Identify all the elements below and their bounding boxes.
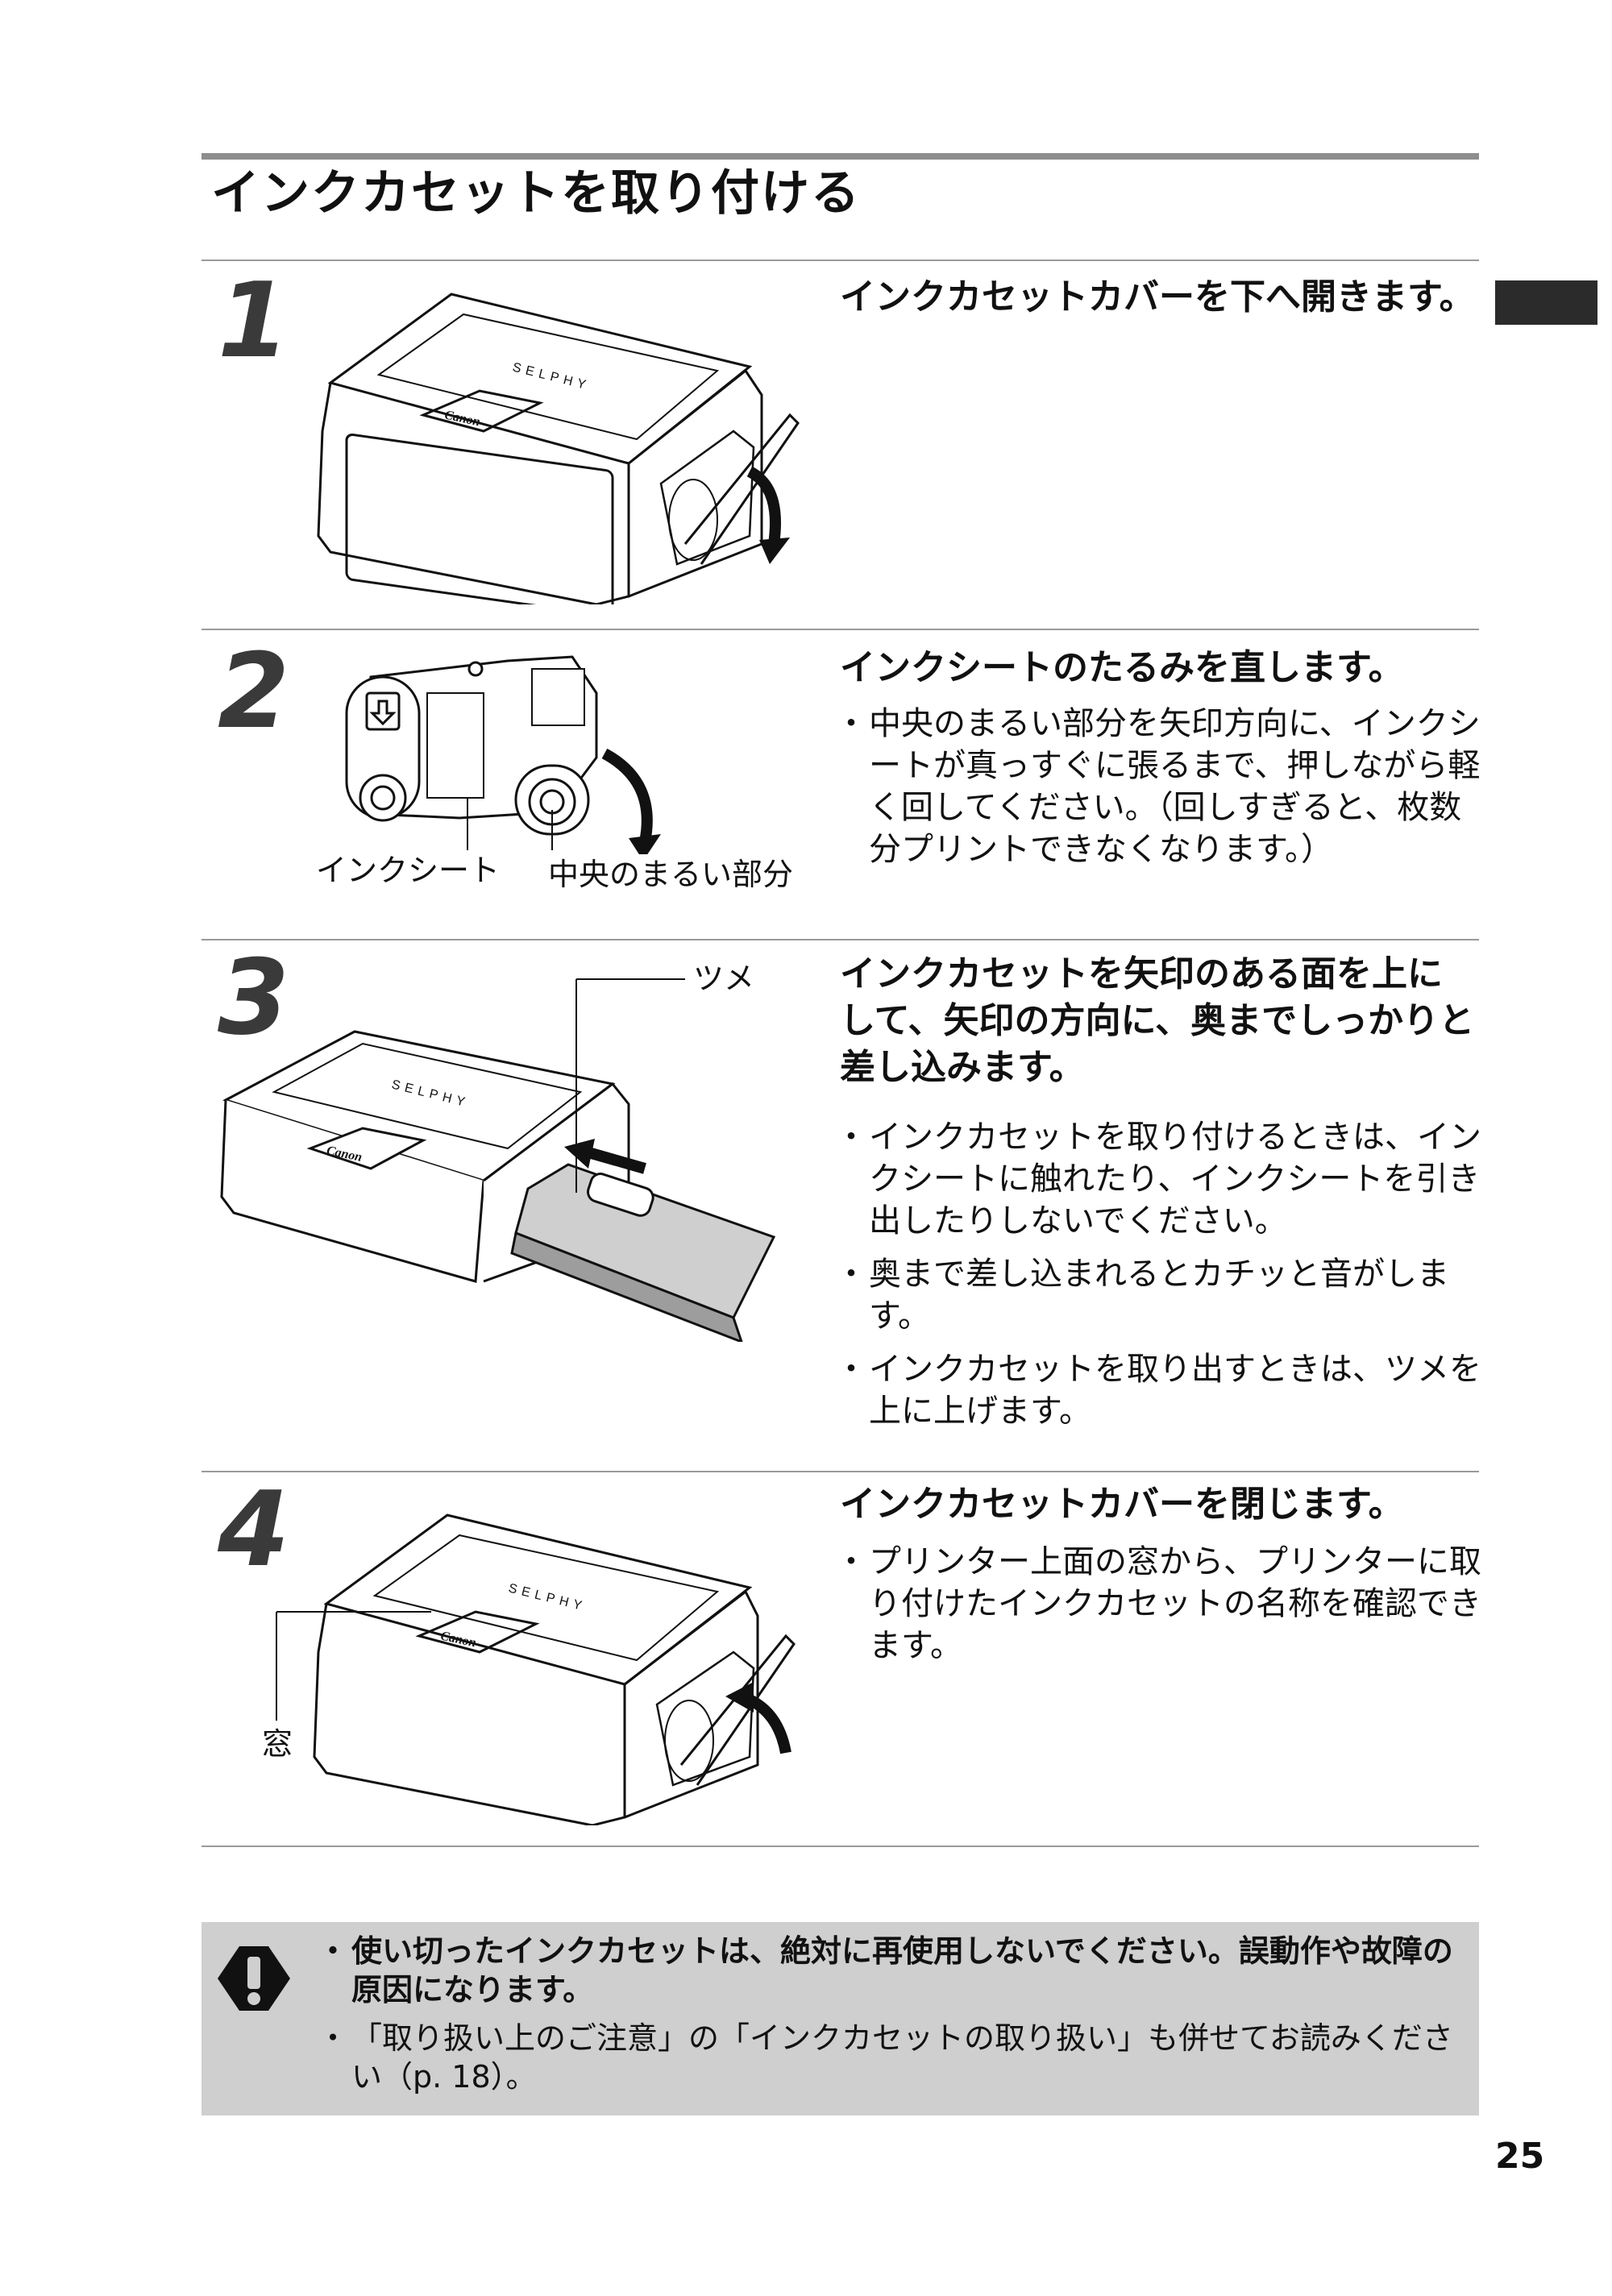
printer-close-cover-illustration: Canon SELPHY xyxy=(276,1513,796,1825)
step-number: 1 xyxy=(218,261,290,381)
step-heading: インクカセットを矢印のある面を上にして、矢印の方向に、奥までしっかりと差し込みま… xyxy=(840,953,1475,1088)
tab-label: ツメ xyxy=(693,961,755,996)
divider xyxy=(202,1471,1479,1472)
caution-item: 使い切ったインクカセットは、絶対に再使用しないでください。誤動作や故障の原因にな… xyxy=(318,1932,1467,2009)
caution-item: 「取り扱い上のご注意」の「インクカセットの取り扱い」も併せてお読みください（p.… xyxy=(318,2019,1467,2096)
step-bullets: プリンター上面の窓から、プリンターに取り付けたインクカセットの名称を確認できます… xyxy=(835,1541,1485,1678)
step-bullets: 中央のまるい部分を矢印方向に、インクシートが真っすぐに張るまで、押しながら軽く回… xyxy=(835,703,1485,882)
ink-sheet-illustration xyxy=(345,655,661,854)
center-round-label: 中央のまるい部分 xyxy=(548,857,794,892)
divider xyxy=(202,629,1479,630)
bullet-item: 奥まで差し込まれるとカチッと音がします。 xyxy=(835,1253,1485,1337)
divider xyxy=(202,939,1479,940)
step-heading: インクシートのたるみを直します。 xyxy=(840,647,1404,688)
insert-cassette-illustration: Canon SELPHY xyxy=(220,978,776,1342)
divider xyxy=(202,259,1479,261)
bullet-item: インクカセットを取り付けるときは、インクシートに触れたり、インクシートを引き出し… xyxy=(835,1116,1485,1242)
caution-note: 使い切ったインクカセットは、絶対に再使用しないでください。誤動作や故障の原因にな… xyxy=(202,1922,1479,2115)
bullet-item: 中央のまるい部分を矢印方向に、インクシートが真っすぐに張るまで、押しながら軽く回… xyxy=(835,703,1485,870)
divider xyxy=(202,1846,1479,1847)
step-number: 2 xyxy=(218,632,290,752)
step-number: 4 xyxy=(218,1470,290,1590)
title-rule xyxy=(202,153,1479,160)
step-heading: インクカセットカバーを下へ開きます。 xyxy=(840,276,1475,318)
ink-sheet-label: インクシート xyxy=(316,853,501,888)
caution-list: 使い切ったインクカセットは、絶対に再使用しないでください。誤動作や故障の原因にな… xyxy=(318,1932,1467,2106)
page-number: 25 xyxy=(1495,2136,1545,2177)
bullet-item: インクカセットを取り出すときは、ツメを上に上げます。 xyxy=(835,1348,1485,1432)
bullet-item: プリンター上面の窓から、プリンターに取り付けたインクカセットの名称を確認できます… xyxy=(835,1541,1485,1667)
chapter-tab-marker xyxy=(1495,280,1597,325)
step-heading: インクカセットカバーを閉じます。 xyxy=(840,1484,1404,1525)
caution-icon xyxy=(218,1946,290,2011)
step-bullets: インクカセットを取り付けるときは、インクシートに触れたり、インクシートを引き出し… xyxy=(835,1116,1485,1443)
window-label: 窓 xyxy=(262,1726,293,1762)
page-title: インクカセットを取り付ける xyxy=(211,165,861,222)
step-number: 3 xyxy=(218,938,290,1058)
printer-open-cover-illustration: Canon SELPHY xyxy=(317,293,800,604)
